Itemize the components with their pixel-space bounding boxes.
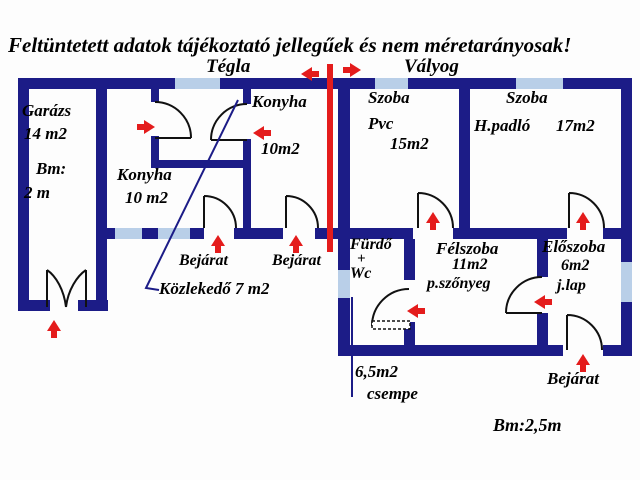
door-arc-main-entrance: [566, 314, 603, 351]
garage-south-wall-west: [18, 300, 50, 311]
entry-hall-name: Előszoba: [542, 237, 606, 256]
half-room-area: 11m2: [452, 256, 488, 273]
right-wall: [621, 78, 632, 356]
construction-boundary-line: [327, 64, 333, 252]
room-west-area: 15m2: [390, 134, 429, 153]
south-wall-segment: [234, 228, 283, 239]
arrow-valyog-side-icon: [343, 63, 361, 77]
hallway-west-wall: [151, 136, 159, 168]
hallway-south-wall: [151, 160, 251, 168]
arrow-bathroom-door-icon: [407, 304, 425, 318]
half-room-floor: p.szőnyeg: [427, 275, 491, 292]
hallway-west-wall-stub: [151, 89, 159, 102]
construction-left-label: Tégla: [206, 56, 251, 77]
door-arc-room-east: [568, 192, 605, 229]
bathroom-name: Fürdő: [350, 236, 392, 253]
garage-area: 14 m2: [24, 124, 67, 143]
window-top-room-west: [375, 78, 408, 89]
hallway-east-wall-stub: [243, 89, 251, 104]
entrance-label-1: Bejárat: [179, 252, 228, 269]
south-wall-segment: [96, 228, 115, 239]
door-arc-entrance-2: [285, 195, 319, 229]
construction-right-label: Vályog: [404, 56, 459, 77]
entrance-label-2: Bejárat: [272, 252, 321, 269]
kitchen-left-name: Konyha: [117, 165, 172, 184]
entry-hall-floor: j.lap: [557, 277, 586, 294]
south-wall-segment: [142, 228, 158, 239]
garage-name: Garázs: [22, 101, 72, 120]
hallway-label: Közlekedő 7 m2: [159, 279, 270, 298]
middle-wall-segment: [350, 228, 413, 239]
arrow-kitchen-left-door-icon: [137, 120, 155, 134]
window-south-2: [158, 228, 190, 239]
entrance-label-main: Bejárat: [547, 369, 599, 388]
garage-height-value: 2 m: [24, 183, 50, 202]
bathroom-east-wall-lower: [404, 322, 415, 356]
bottom-wall-west: [338, 345, 563, 356]
arrow-entrance-2-icon: [289, 235, 303, 253]
left-wall: [18, 78, 29, 311]
hallway-east-wall: [243, 139, 251, 239]
kitchen-right-name: Konyha: [252, 92, 307, 111]
arrow-entry-hall-door-icon: [534, 295, 552, 309]
bathroom-door-leaf: [371, 320, 411, 330]
disclaimer-text: Feltüntetett adatok tájékoztató jellegűe…: [8, 33, 572, 57]
window-top-room-east: [516, 78, 563, 89]
room-dividing-wall: [459, 78, 470, 239]
middle-wall-segment: [453, 228, 567, 239]
door-arc-hallway-east: [210, 103, 248, 141]
bathroom-floor: csempe: [367, 384, 418, 403]
leader-lines: [144, 99, 353, 397]
door-arc-entrance-1: [203, 195, 237, 229]
room-east-name: Szoba: [506, 88, 548, 107]
door-arc-room-west: [417, 192, 454, 229]
bathroom-east-wall-upper: [404, 239, 415, 280]
entry-hall-area: 6m2: [561, 257, 590, 274]
arrow-tegla-side-icon: [301, 67, 319, 81]
garage-east-wall: [96, 78, 107, 311]
room-east-floor: H.padló: [474, 116, 531, 135]
arrow-entrance-1-icon: [211, 235, 225, 253]
window-entry-hall: [621, 262, 632, 302]
south-wall-segment: [190, 228, 204, 239]
hallway-leader-line: [144, 99, 239, 291]
top-wall: [18, 78, 632, 89]
garage-south-wall-east: [78, 300, 108, 311]
arrow-garage-door-icon: [47, 320, 61, 338]
garage-height-label: Bm:: [36, 159, 67, 178]
bathroom-wc: Wc: [350, 265, 372, 282]
door-arc-hallway-west: [154, 101, 192, 139]
room-east-area: 17m2: [556, 116, 595, 135]
kitchen-left-area: 10 m2: [125, 188, 168, 207]
entry-hall-west-wall-upper: [537, 239, 548, 277]
window-top-hallway: [175, 78, 220, 89]
door-swing-arcs: [46, 101, 605, 351]
bathroom-area: 6,5m2: [355, 362, 398, 381]
door-arc-entry-hall: [505, 276, 543, 314]
arrow-room-west-door-icon: [426, 212, 440, 230]
entry-hall-west-wall-lower: [537, 313, 548, 356]
door-arc-bathroom: [371, 288, 410, 327]
kitchen-right-area: 10m2: [261, 139, 300, 158]
door-arc-garage: [46, 269, 87, 308]
room-west-name: Szoba: [368, 88, 410, 107]
arrow-room-east-door-icon: [576, 212, 590, 230]
room-west-floor: Pvc: [368, 114, 394, 133]
red-direction-arrows: [47, 63, 590, 372]
half-room-name: Félszoba: [436, 239, 499, 258]
ceiling-height-note: Bm:2,5m: [493, 415, 562, 435]
bottom-wall-east: [603, 345, 632, 356]
bathroom-plus: +: [357, 251, 366, 267]
middle-wall-segment: [603, 228, 632, 239]
window-south-1: [115, 228, 142, 239]
arrow-kitchen-right-door-icon: [253, 126, 271, 140]
window-bathroom: [338, 270, 350, 298]
